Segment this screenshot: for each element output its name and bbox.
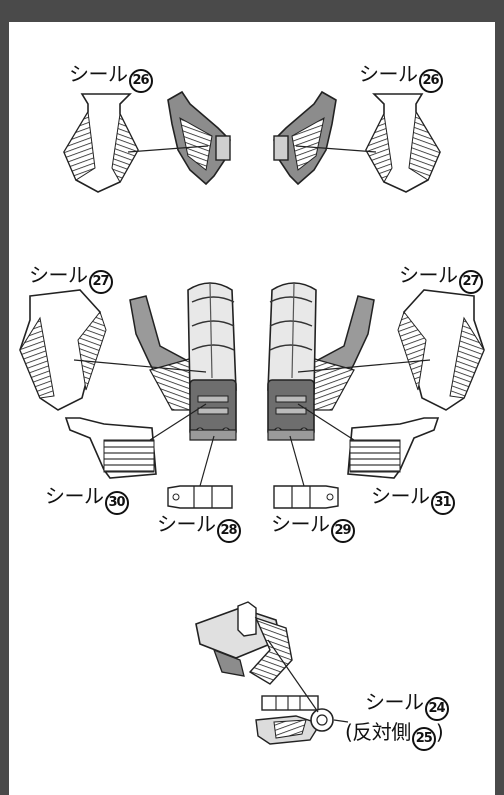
label-text: シール <box>271 512 330 536</box>
seal-26-left-sticker <box>63 93 139 193</box>
label-text: シール <box>365 690 424 714</box>
circled-number: 30 <box>104 491 129 515</box>
seal-26-right-part <box>273 90 337 186</box>
label-text: (反対側 <box>345 720 411 744</box>
seal-31-sticker <box>347 417 440 479</box>
seal-26-right-leader <box>295 145 377 153</box>
label-text: シール <box>29 263 88 287</box>
circled-number: 31 <box>430 491 455 515</box>
right-leg-part <box>267 282 375 441</box>
label-text: ) <box>435 720 444 744</box>
seal-29-sticker <box>273 485 339 509</box>
left-leg-part <box>129 282 237 441</box>
circled-number: 26 <box>128 69 153 93</box>
seal-27-right-sticker <box>397 289 485 411</box>
seal-26-right-sticker <box>365 93 441 193</box>
seal-26-left-part <box>167 90 231 186</box>
circled-number: 27 <box>458 270 483 294</box>
seal-30-sticker <box>64 417 157 479</box>
circled-number: 29 <box>330 519 355 543</box>
label-text: シール <box>371 484 430 508</box>
label-text: シール <box>45 484 104 508</box>
label-text: シール <box>399 263 458 287</box>
circled-number: 28 <box>216 519 241 543</box>
seal-27-left-sticker <box>19 289 107 411</box>
top-bar <box>0 0 504 22</box>
label-text: シール <box>359 62 418 86</box>
label-text: シール <box>69 62 128 86</box>
seal-26-left-leader <box>127 145 209 153</box>
label-text: シール <box>157 512 216 536</box>
circled-number: 24 <box>424 697 449 721</box>
seal-28-sticker <box>167 485 233 509</box>
seal-24-part <box>195 601 349 745</box>
circled-number: 27 <box>88 270 113 294</box>
parts-diagram <box>19 90 485 745</box>
circled-number: 26 <box>418 69 443 93</box>
circled-number: 25 <box>411 727 436 751</box>
leader-lines-legs <box>73 359 431 487</box>
